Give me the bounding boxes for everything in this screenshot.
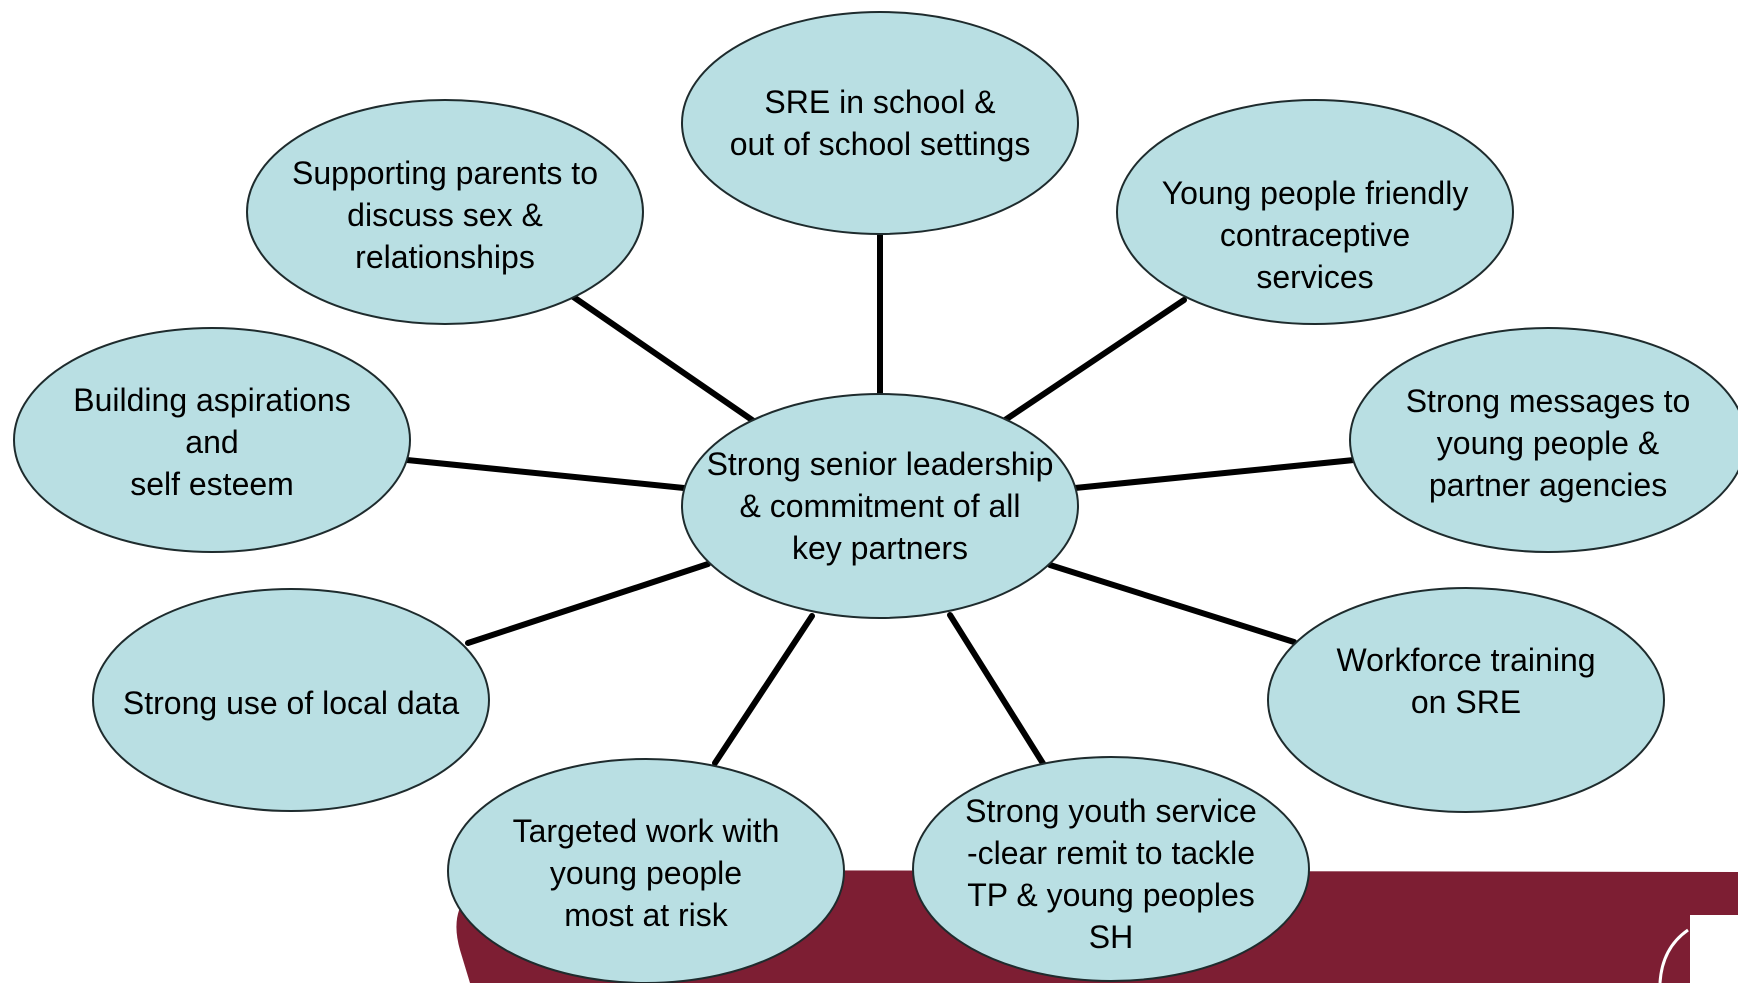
connector-local-data bbox=[465, 561, 711, 646]
logo-swoosh bbox=[1658, 928, 1689, 983]
bubble-supporting-parents bbox=[246, 99, 644, 325]
hub-label: Strong senior leadership & commitment of… bbox=[706, 446, 1054, 566]
node-label-young-people-friendly: Young people friendly contraceptive serv… bbox=[1161, 175, 1469, 295]
bubble-aspirations bbox=[13, 327, 411, 553]
connector-targeted-work bbox=[712, 613, 815, 766]
bubble-workforce-training bbox=[1267, 587, 1665, 813]
node-label-aspirations: Building aspirations and self esteem bbox=[73, 382, 351, 502]
bubble-strong-messages bbox=[1349, 327, 1738, 553]
connector-young-people-friendly bbox=[1002, 297, 1187, 423]
logo-tile bbox=[1690, 915, 1738, 983]
connector-supporting-parents bbox=[569, 293, 758, 425]
connectors bbox=[404, 230, 1357, 768]
bubble-local-data bbox=[92, 588, 490, 812]
node-label-youth-service: Strong youth service -clear remit to tac… bbox=[965, 793, 1257, 955]
node-label-supporting-parents: Supporting parents to discuss sex & rela… bbox=[292, 155, 598, 275]
node-label-strong-messages: Strong messages to young people & partne… bbox=[1405, 383, 1691, 503]
connector-youth-service bbox=[947, 612, 1047, 768]
bubble-targeted-work bbox=[447, 758, 845, 983]
node-label-workforce-training: Workforce training on SRE bbox=[1336, 642, 1596, 720]
bubble-youth-service bbox=[912, 756, 1310, 982]
node-label-sre-school: SRE in school & out of school settings bbox=[729, 84, 1031, 162]
connector-workforce-training bbox=[1047, 562, 1297, 645]
connector-strong-messages bbox=[1072, 457, 1357, 491]
bubble-young-people-friendly bbox=[1116, 99, 1514, 325]
node-label-local-data: Strong use of local data bbox=[122, 685, 460, 721]
bubble-hub bbox=[681, 393, 1079, 619]
bubbles bbox=[13, 11, 1738, 983]
bubble-sre-school bbox=[681, 11, 1079, 235]
node-label-targeted-work: Targeted work with young people most at … bbox=[512, 813, 780, 933]
connector-aspirations bbox=[404, 457, 687, 491]
